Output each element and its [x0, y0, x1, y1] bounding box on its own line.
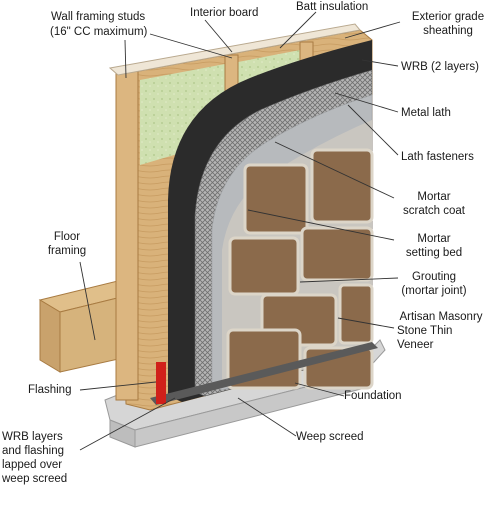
label-mortar-setting-1: Mortar — [417, 233, 451, 245]
label-wrb-flashing-3: lapped over — [2, 459, 63, 471]
label-grouting-2: (mortar joint) — [401, 285, 467, 297]
label-lath-fasteners: Lath fasteners — [401, 151, 474, 163]
leader-lines — [79, 11, 401, 451]
label-exterior-sheathing-2: sheathing — [423, 25, 473, 37]
wall-framing-stud — [115, 69, 139, 401]
label-exterior-sheathing-1: Exterior grade — [411, 11, 485, 23]
label-mortar-scratch-1: Mortar — [417, 191, 451, 203]
stone-veneer — [226, 148, 374, 390]
label-mortar-scratch-2: scratch coat — [403, 205, 465, 217]
label-batt-insulation: Batt insulation — [296, 1, 369, 13]
label-floor-framing-2: framing — [47, 245, 87, 257]
label-floor-framing-1: Floor — [53, 231, 81, 243]
flashing — [156, 362, 166, 404]
label-flashing: Flashing — [28, 384, 72, 396]
label-wall-framing-studs-note: (16" CC maximum) — [50, 26, 148, 38]
label-veneer-1: Artisan Masonry — [399, 311, 483, 323]
label-wrb-flashing-1: WRB layers — [2, 431, 63, 443]
label-veneer-2: Stone Thin — [397, 325, 453, 337]
label-wrb: WRB (2 layers) — [401, 61, 479, 73]
label-interior-board: Interior board — [190, 7, 259, 19]
label-foundation: Foundation — [344, 390, 402, 402]
label-metal-lath: Metal lath — [401, 107, 451, 119]
label-grouting-1: Grouting — [411, 271, 457, 283]
label-weep-screed: Weep screed — [296, 431, 364, 443]
label-wrb-flashing-4: weep screed — [2, 473, 68, 485]
interior-board — [108, 23, 361, 76]
label-wall-framing-studs: Wall framing studs — [51, 11, 146, 23]
weep-screed — [150, 342, 378, 405]
label-veneer-3: Veneer — [397, 339, 434, 351]
label-mortar-setting-2: setting bed — [405, 247, 463, 259]
label-wrb-flashing-2: and flashing — [2, 445, 65, 457]
